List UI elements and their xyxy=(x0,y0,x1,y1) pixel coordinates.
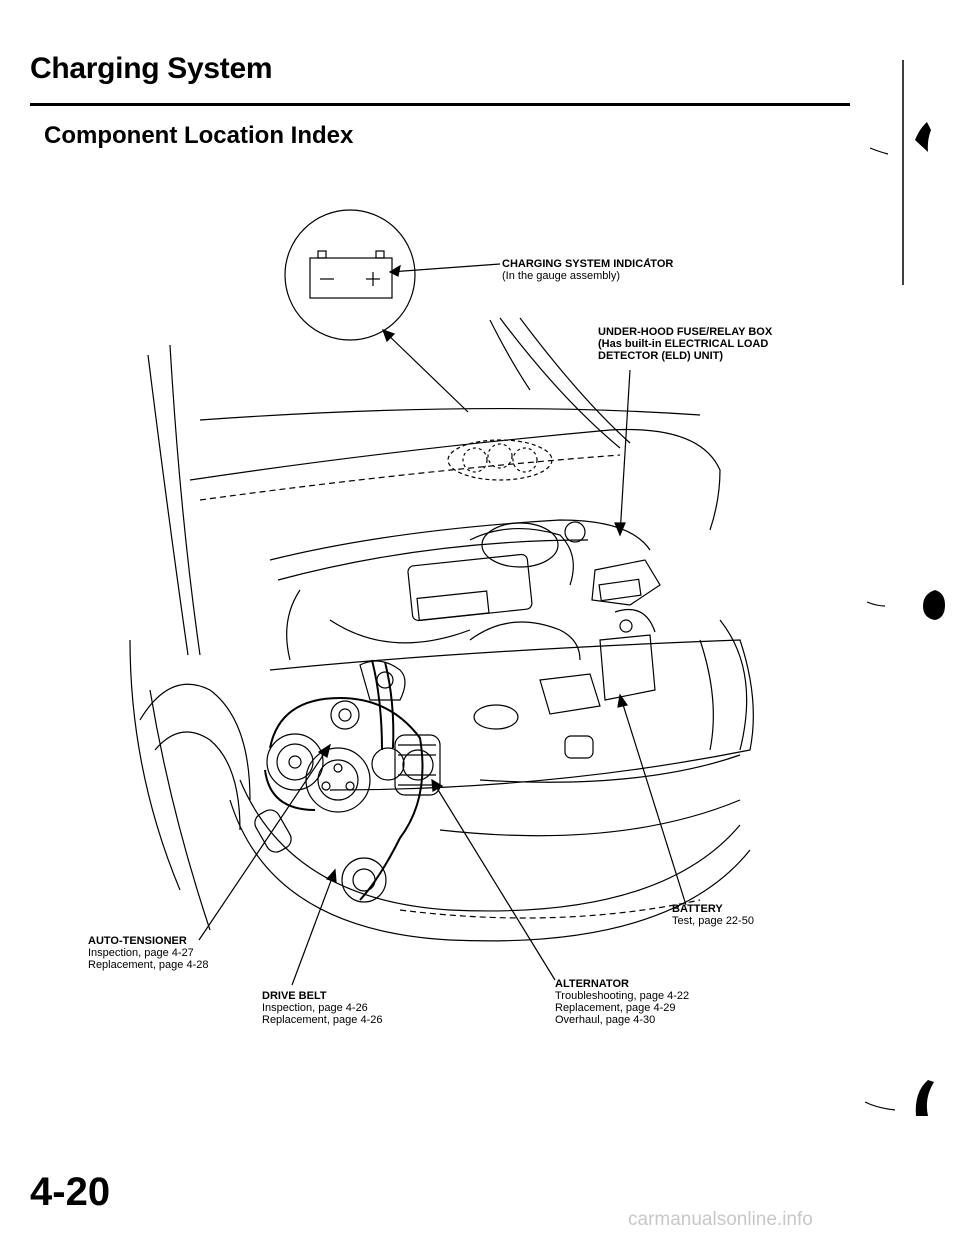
watermark: carmanualsonline.info xyxy=(628,1209,813,1230)
binding-mark-middle xyxy=(923,590,945,620)
drive-belt-ref: Replacement, page 4-26 xyxy=(262,1014,383,1026)
battery-label: BATTERY xyxy=(672,903,723,915)
callout-auto-tensioner: AUTO-TENSIONER Inspection, page 4-27 Rep… xyxy=(88,935,208,971)
battery-indicator-icon xyxy=(284,209,416,341)
auto-tensioner-ref: Inspection, page 4-27 xyxy=(88,947,194,959)
drive-belt-ref: Inspection, page 4-26 xyxy=(262,1002,368,1014)
alternator-label: ALTERNATOR xyxy=(555,978,629,990)
drive-belt-label: DRIVE BELT xyxy=(262,990,327,1002)
section-subtitle: Component Location Index xyxy=(44,122,354,149)
pulley-assembly xyxy=(264,659,441,903)
page-number: 4-20 xyxy=(30,1170,111,1214)
fuse-box-line: DETECTOR (ELD) UNIT) xyxy=(598,350,724,362)
binding-mark-bottom xyxy=(915,1080,934,1116)
fuse-box-line: (Has built-in ELECTRICAL LOAD xyxy=(598,338,769,350)
indicator-label: CHARGING SYSTEM INDICATOR xyxy=(502,258,674,270)
callout-charging-system-indicator: CHARGING SYSTEM INDICATOR (In the gauge … xyxy=(502,258,673,282)
page-title: Charging System xyxy=(30,52,273,85)
callout-fuse-relay-box: UNDER-HOOD FUSE/RELAY BOX (Has built-in … xyxy=(598,326,772,362)
alternator-ref: Overhaul, page 4-30 xyxy=(555,1014,656,1026)
alternator-ref: Troubleshooting, page 4-22 xyxy=(555,990,690,1002)
auto-tensioner-label: AUTO-TENSIONER xyxy=(88,935,187,947)
title-rule xyxy=(30,103,850,106)
alternator-ref: Replacement, page 4-29 xyxy=(555,1002,676,1014)
callout-battery: BATTERY Test, page 22-50 xyxy=(672,903,754,927)
fuse-box-label: UNDER-HOOD FUSE/RELAY BOX xyxy=(598,326,773,338)
callout-drive-belt: DRIVE BELT Inspection, page 4-26 Replace… xyxy=(262,990,382,1026)
callout-alternator: ALTERNATOR Troubleshooting, page 4-22 Re… xyxy=(555,978,689,1026)
auto-tensioner-ref: Replacement, page 4-28 xyxy=(88,959,209,971)
indicator-note: (In the gauge assembly) xyxy=(502,270,621,282)
battery-ref: Test, page 22-50 xyxy=(672,915,754,927)
binding-mark-top xyxy=(915,122,931,152)
